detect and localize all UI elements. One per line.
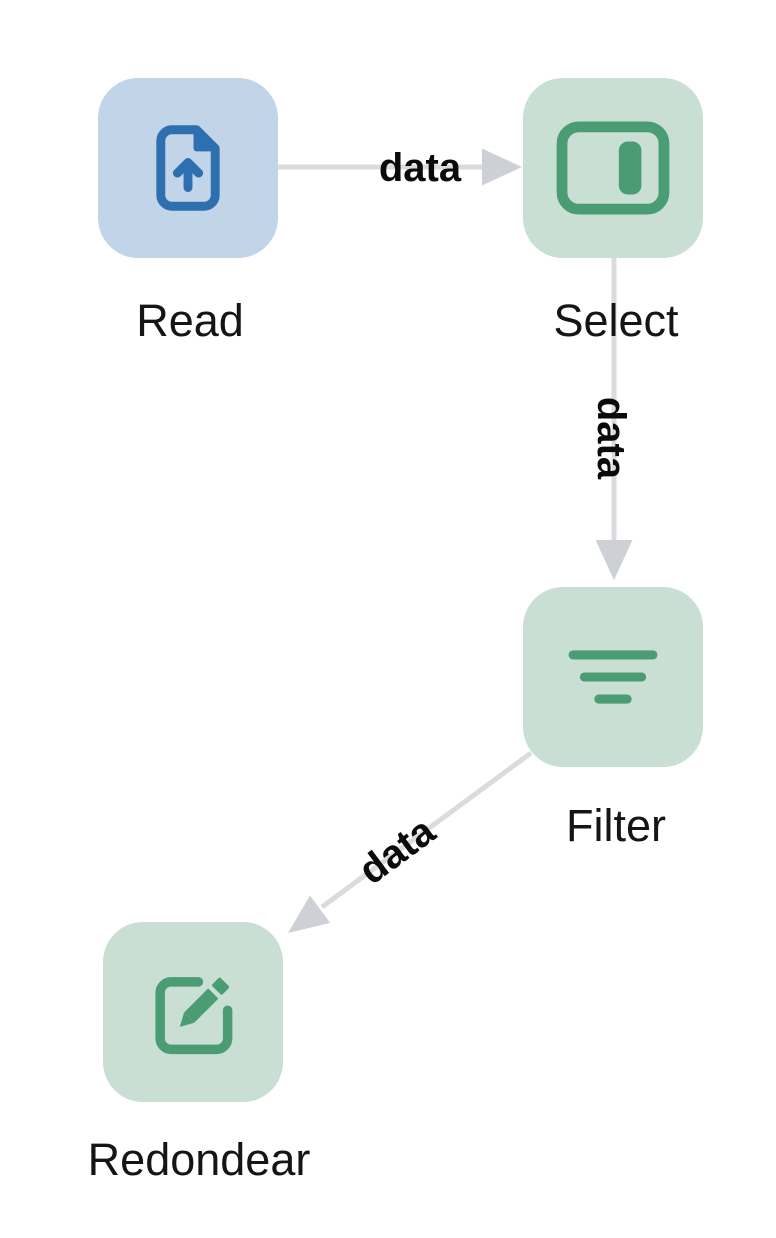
arrowhead-down-left-icon (288, 895, 331, 933)
node-filter[interactable] (523, 587, 703, 767)
arrowhead-right-icon (482, 148, 522, 186)
edge-filter-redondear[interactable] (288, 750, 533, 933)
node-label-redondear: Redondear (87, 1134, 311, 1185)
edge-label-read-select: data (378, 146, 462, 190)
file-upload-icon (137, 115, 239, 221)
filter-lines-icon (561, 625, 665, 729)
node-label-select: Select (553, 295, 679, 346)
node-read[interactable] (98, 78, 278, 258)
node-label-filter: Filter (566, 800, 666, 851)
node-label-read: Read (136, 295, 244, 346)
node-redondear[interactable] (103, 922, 283, 1102)
column-select-icon (554, 119, 672, 217)
node-select[interactable] (523, 78, 703, 258)
arrowhead-down-icon (595, 540, 633, 580)
edge-read-select[interactable] (278, 148, 522, 186)
edge-label-select-filter: data (589, 396, 633, 480)
edit-pencil-icon (139, 958, 247, 1066)
edge-select-filter[interactable] (595, 258, 633, 580)
